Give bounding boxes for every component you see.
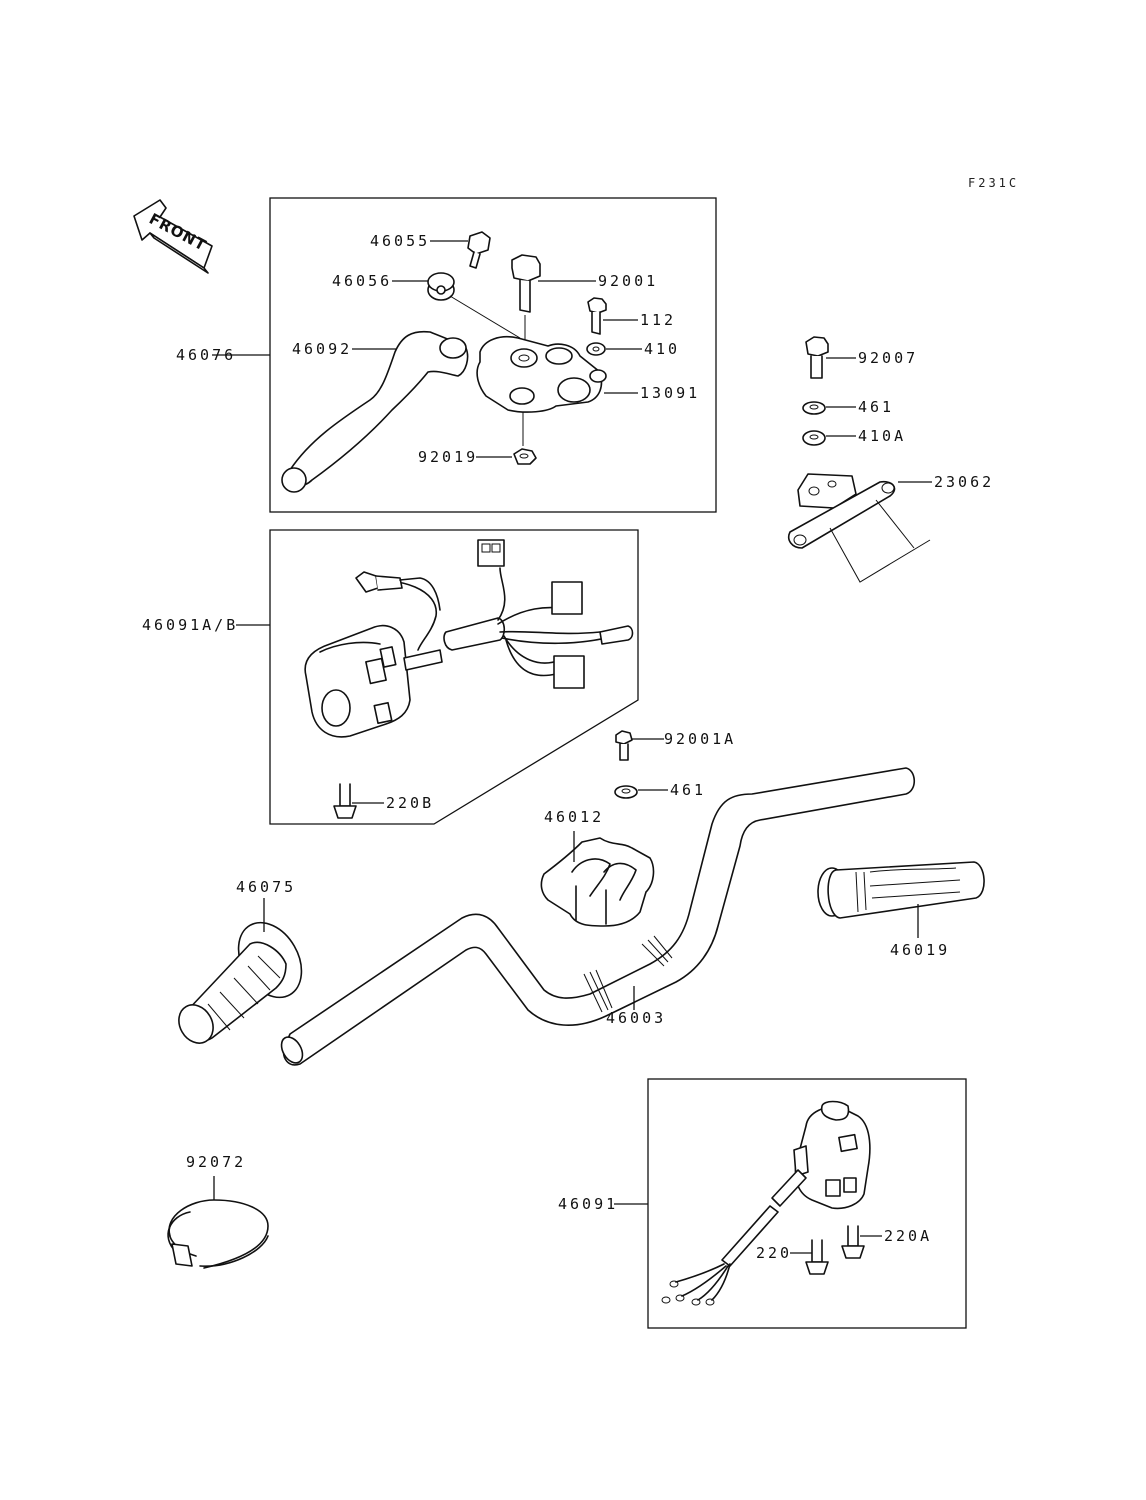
bolt-92007-icon xyxy=(805,336,829,379)
label-46019: 46019 xyxy=(890,941,950,959)
right-switch-box xyxy=(647,1078,967,1329)
adjuster-46056-icon xyxy=(427,272,455,301)
label-112: 112 xyxy=(640,311,676,329)
handlebar-holder-46012-icon xyxy=(540,837,655,927)
left-switch-housing-icon xyxy=(304,571,443,738)
label-23062: 23062 xyxy=(934,473,994,491)
label-92019: 92019 xyxy=(418,448,478,466)
bracket-23062-icon xyxy=(787,473,931,583)
throttle-grip-46019-icon xyxy=(817,861,985,919)
washer-461-icon xyxy=(802,401,826,415)
label-46076: 46076 xyxy=(176,346,236,364)
right-switch-wires-icon xyxy=(661,1205,779,1306)
label-220A: 220A xyxy=(884,1227,932,1245)
label-410: 410 xyxy=(644,340,680,358)
grip-46075-icon xyxy=(178,921,303,1044)
screw-220B-icon xyxy=(333,783,357,819)
left-switch-harness-icon xyxy=(443,539,634,689)
band-92072-icon xyxy=(167,1199,269,1269)
screw-220A-icon xyxy=(841,1225,865,1259)
label-46055: 46055 xyxy=(370,232,430,250)
label-461-top: 461 xyxy=(858,398,894,416)
right-switch-housing-icon xyxy=(771,1100,871,1210)
washer-410A-icon xyxy=(802,430,826,446)
diagram-code: F231C xyxy=(968,176,1019,190)
label-220B: 220B xyxy=(386,794,434,812)
bolt-46055-icon xyxy=(467,231,491,269)
label-46091AB: 46091A/B xyxy=(142,616,238,634)
label-46091: 46091 xyxy=(558,1195,618,1213)
washer-461-lower-icon xyxy=(614,785,638,799)
front-arrow-icon: FRONT xyxy=(133,199,213,274)
label-92007: 92007 xyxy=(858,349,918,367)
label-92001A: 92001A xyxy=(664,730,736,748)
pivot-bolt-92001-icon xyxy=(511,254,541,313)
left-switch-box xyxy=(269,529,639,825)
label-410A: 410A xyxy=(858,427,906,445)
label-46092: 46092 xyxy=(292,340,352,358)
washer-410-icon xyxy=(586,342,606,356)
lever-46092-icon xyxy=(281,330,469,493)
label-220: 220 xyxy=(756,1244,792,1262)
label-46056: 46056 xyxy=(332,272,392,290)
label-46003: 46003 xyxy=(606,1009,666,1027)
bolt-92001A-icon xyxy=(615,730,633,761)
label-461-lower: 461 xyxy=(670,781,706,799)
screw-112-icon xyxy=(587,297,607,335)
handlebar-46003-icon xyxy=(280,767,916,1066)
label-46075: 46075 xyxy=(236,878,296,896)
nut-92019-icon xyxy=(513,448,537,465)
label-92072: 92072 xyxy=(186,1153,246,1171)
label-92001: 92001 xyxy=(598,272,658,290)
label-46012: 46012 xyxy=(544,808,604,826)
screw-220-icon xyxy=(805,1239,829,1275)
label-13091: 13091 xyxy=(640,384,700,402)
lever-holder-13091-icon xyxy=(476,336,607,413)
